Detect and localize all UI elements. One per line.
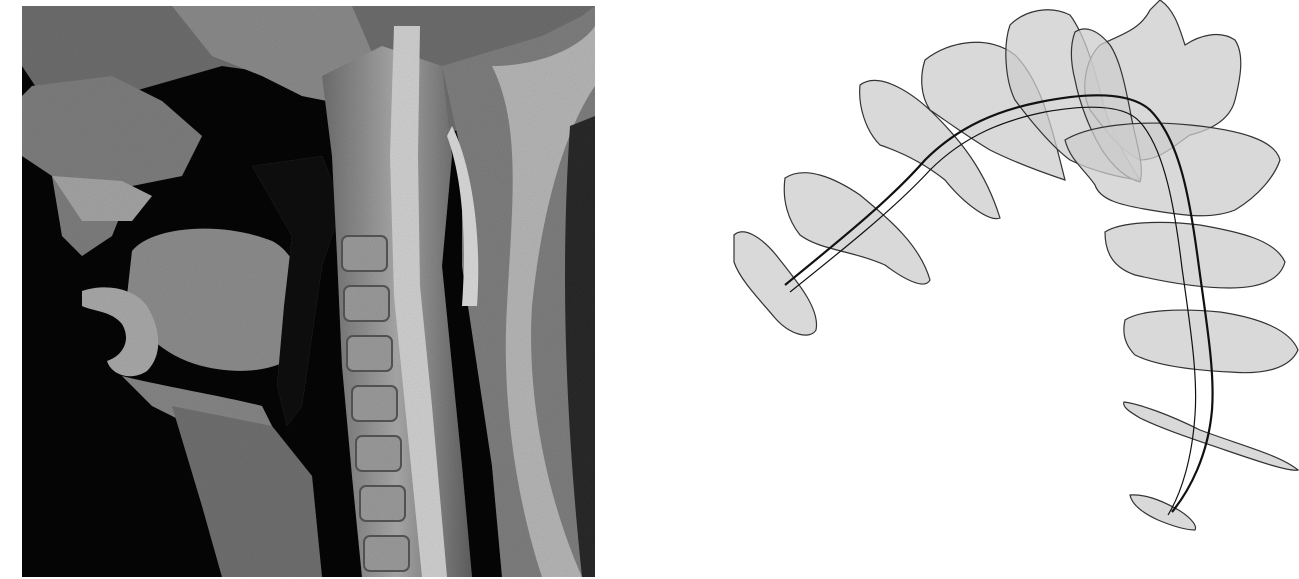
reconstruction-svg (720, 0, 1299, 579)
cross-section (1065, 123, 1280, 216)
cross-section (734, 232, 817, 335)
cross-section (1130, 495, 1196, 530)
mri-drawing (22, 6, 595, 577)
reconstruction-drawing (720, 0, 1299, 579)
mri-slice-image (22, 6, 595, 577)
